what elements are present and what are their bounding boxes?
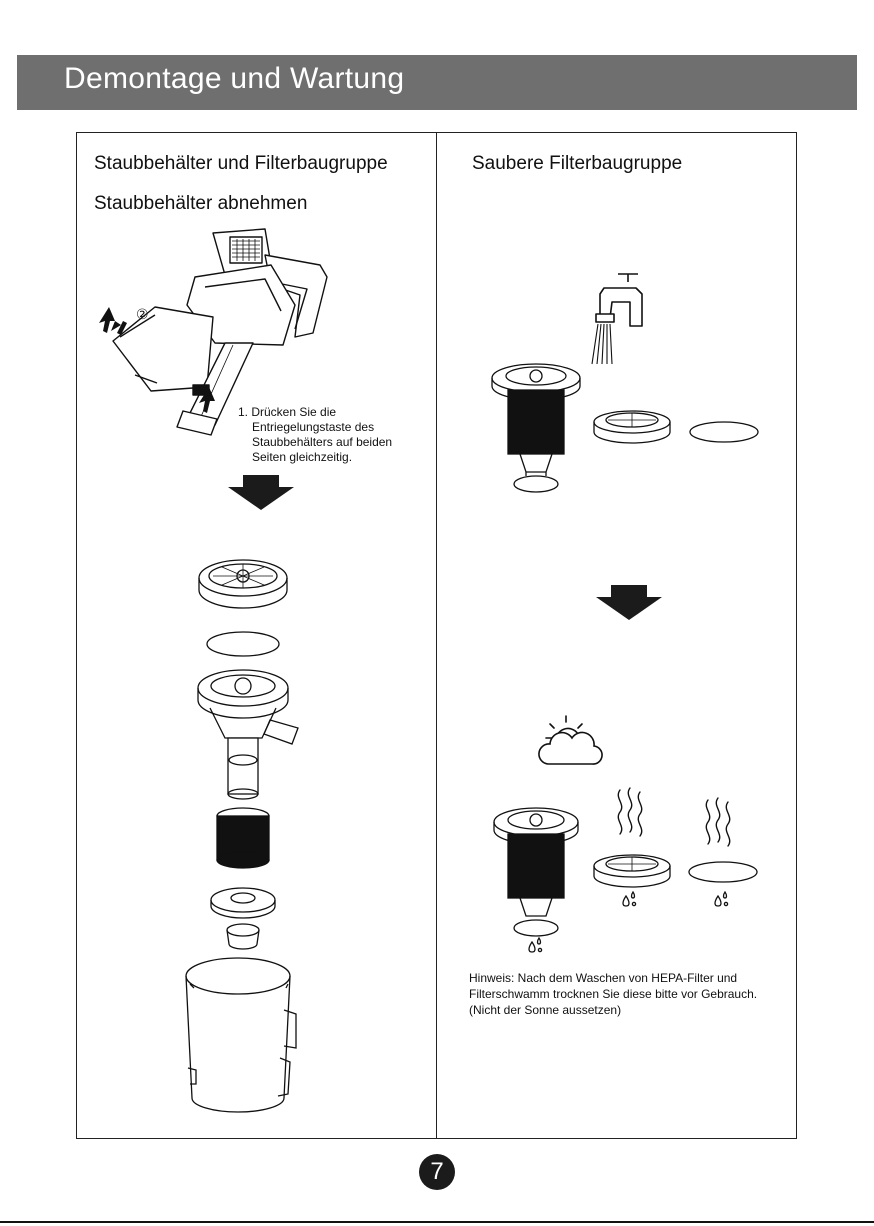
header-bar: Demontage und Wartung xyxy=(17,55,857,110)
note-line-2: Filterschwamm trocknen Sie diese bitte v… xyxy=(469,987,758,1001)
instruction-line-1: 1. Drücken Sie die xyxy=(238,405,337,419)
page-title: Demontage und Wartung xyxy=(64,62,405,95)
exploded-filter-assembly xyxy=(185,559,299,1113)
down-arrow-icon xyxy=(596,585,662,620)
column-divider xyxy=(436,132,437,1139)
filter-wash-set xyxy=(491,363,759,493)
instruction-line-3: Staubbehälters auf beiden xyxy=(252,435,393,449)
callout-number: ② xyxy=(136,306,149,322)
page-number-badge: 7 xyxy=(419,1154,455,1190)
instruction-line-4: Seiten gleichzeitig. xyxy=(252,450,353,464)
instruction-line-2: Entriegelungstaste des xyxy=(252,420,375,434)
faucet-icon xyxy=(591,273,643,365)
filter-dry-set xyxy=(493,787,758,953)
note-line-1: Hinweis: Nach dem Waschen von HEPA-Filte… xyxy=(469,971,738,985)
down-arrow-icon xyxy=(228,475,294,510)
left-section-title: Staubbehälter und Filterbaugruppe xyxy=(94,153,388,174)
right-section-title: Saubere Filterbaugruppe xyxy=(472,153,683,174)
sun-cloud-icon xyxy=(538,715,603,765)
vacuum-release-illustration xyxy=(99,228,328,436)
left-step-title: Staubbehälter abnehmen xyxy=(94,193,308,214)
note-line-3: (Nicht der Sonne aussetzen) xyxy=(469,1003,622,1017)
bottom-rule xyxy=(0,1221,874,1223)
